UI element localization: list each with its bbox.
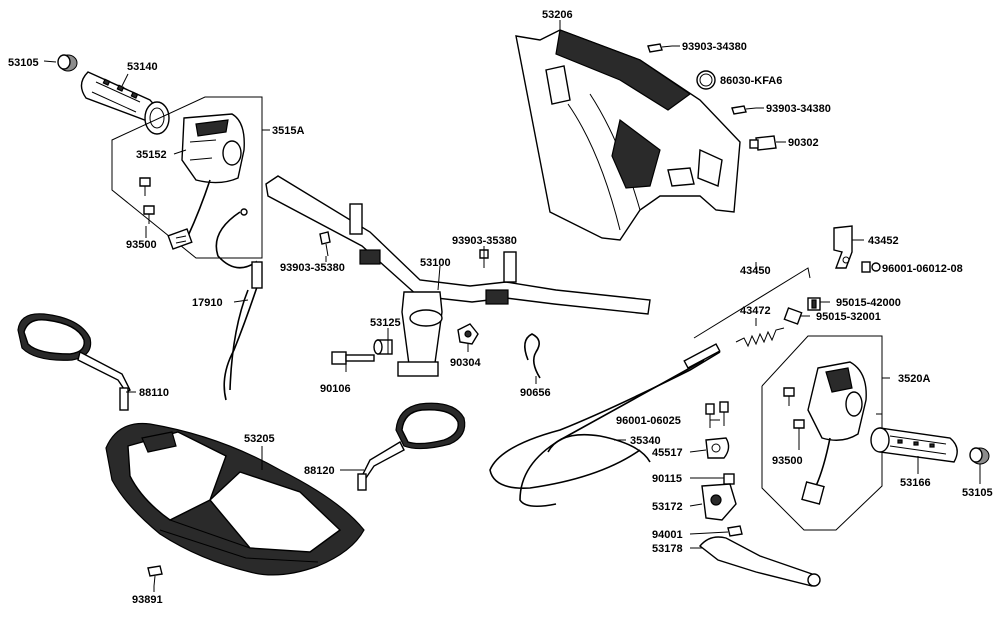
label-43450: 43450 — [740, 265, 771, 277]
switch-wiring-right — [801, 437, 831, 505]
label-43472: 43472 — [740, 305, 771, 317]
rear-handlebar-cover — [515, 29, 741, 241]
screw-93903-34380-lower — [731, 105, 757, 115]
label-93903-34380-upper: 93903-34380 — [682, 41, 747, 53]
bolt-90106 — [331, 351, 375, 365]
label-53205: 53205 — [244, 433, 275, 445]
screw-93903-35380-left — [319, 231, 331, 257]
label-93500-right: 93500 — [772, 455, 803, 467]
mirror-left — [17, 313, 131, 411]
brake-cable-bracket-frame — [693, 262, 811, 339]
screws-left-switch — [139, 177, 155, 224]
front-handlebar-cover — [105, 422, 365, 576]
mirror-right — [357, 402, 466, 491]
label-88120: 88120 — [304, 465, 335, 477]
label-86030-KFA6: 86030-KFA6 — [720, 75, 782, 87]
label-3520A: 3520A — [898, 373, 930, 385]
adjuster-nut-95015-32001 — [783, 307, 803, 325]
cable-35340 — [547, 433, 651, 463]
switch-assembly-right-frame — [761, 335, 890, 531]
label-90106: 90106 — [320, 383, 351, 395]
label-53140: 53140 — [127, 61, 158, 73]
switch-housing-left — [181, 113, 245, 184]
label-17910: 17910 — [192, 297, 223, 309]
label-35152: 35152 — [136, 149, 167, 161]
label-45517: 45517 — [652, 447, 683, 459]
label-35340: 35340 — [630, 435, 661, 447]
label-53125: 53125 — [370, 317, 401, 329]
clip-90656 — [524, 333, 541, 379]
nut-94001 — [727, 525, 743, 537]
grommet-90302 — [749, 135, 777, 151]
collar-53125 — [373, 339, 393, 355]
lever-holder-53172 — [701, 483, 737, 521]
label-88110: 88110 — [139, 387, 169, 399]
screw-93891 — [147, 565, 163, 587]
label-93903-35380-right: 93903-35380 — [452, 235, 517, 247]
label-93500-left: 93500 — [126, 239, 157, 251]
throttle-grip-left — [80, 71, 170, 135]
label-53172: 53172 — [652, 501, 683, 513]
label-95015-32001: 95015-32001 — [816, 311, 881, 323]
label-90304: 90304 — [450, 357, 481, 369]
part-labels: 53105 53140 3515A 35152 93500 17910 8811… — [8, 9, 993, 606]
rear-brake-cable — [215, 208, 263, 401]
bar-end-cap-left — [57, 54, 78, 72]
nut-90304 — [457, 323, 479, 345]
screw-96001-06012 — [861, 261, 881, 273]
brake-lever-53178 — [698, 536, 821, 587]
label-53166: 53166 — [900, 477, 931, 489]
label-53105-left: 53105 — [8, 57, 39, 69]
handlebar-main — [265, 175, 651, 377]
label-93903-35380-left: 93903-35380 — [280, 262, 345, 274]
label-95015-42000: 95015-42000 — [836, 297, 901, 309]
leader-lines — [43, 20, 981, 592]
switch-housing-right — [807, 361, 867, 441]
bar-end-cap-right — [969, 447, 990, 465]
grip-right — [870, 427, 958, 463]
label-3515A: 3515A — [272, 125, 304, 137]
label-53105-right: 53105 — [962, 487, 993, 499]
brake-cable-main — [489, 343, 721, 508]
screw-93903-34380-upper — [647, 43, 673, 53]
label-43452: 43452 — [868, 235, 899, 247]
label-53100: 53100 — [420, 257, 451, 269]
label-90115: 90115 — [652, 473, 682, 485]
label-90302: 90302 — [788, 137, 819, 149]
label-94001: 94001 — [652, 529, 683, 541]
label-93903-34380-lower: 93903-34380 — [766, 103, 831, 115]
o-ring-86030 — [696, 70, 716, 90]
label-96001-06025: 96001-06025 — [616, 415, 681, 427]
bracket-43452 — [833, 225, 853, 269]
switch-wiring-left — [167, 179, 211, 250]
screws-96001-06025 — [705, 401, 729, 428]
screws-right-switch — [783, 387, 805, 438]
brake-cable-spring-43472 — [735, 327, 785, 348]
switch-assembly-left-frame — [111, 96, 270, 259]
clamp-45517 — [705, 437, 730, 459]
label-53206: 53206 — [542, 9, 573, 21]
label-93891: 93891 — [132, 594, 163, 606]
adjuster-nut-95015-42000 — [807, 297, 821, 311]
label-53178: 53178 — [652, 543, 683, 555]
label-90656: 90656 — [520, 387, 551, 399]
label-96001-06012-08: 96001-06012-08 — [882, 263, 963, 275]
